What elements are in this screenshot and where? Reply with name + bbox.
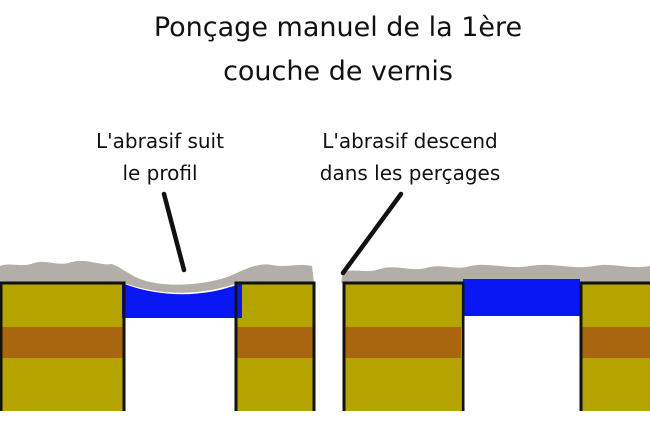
title-line-2: couche de vernis [223,56,453,87]
inner-layer-right-outer [343,327,461,358]
resin-plug-left [122,283,242,318]
board-outline-right [342,281,650,411]
inner-layer-left-inner [236,327,314,358]
resin-plug-right [463,279,580,316]
diagram-title: Ponçage manuel de la 1ère couche de vern… [154,12,522,87]
board-outline-left [0,281,316,411]
annotation-descends-holes: L'abrasif descend dans les perçages [320,129,501,185]
annotation-follows-profile: L'abrasif suit le profil [96,129,224,185]
inner-layer-left-outer [0,327,124,358]
pointer-line-follows-profile [161,191,187,273]
abrasive-layer-left [0,260,314,293]
inner-layer-right-inner [581,327,650,358]
annotation-follows-profile-line-1: L'abrasif suit [96,129,224,153]
annotation-descends-holes-line-1: L'abrasif descend [322,129,498,153]
annotation-follows-profile-line-2: le profil [122,161,197,185]
annotation-descends-holes-line-2: dans les perçages [320,161,501,185]
pointer-line-descends-holes [340,191,404,276]
title-line-1: Ponçage manuel de la 1ère [154,12,522,43]
abrasive-layer-right [341,264,650,283]
